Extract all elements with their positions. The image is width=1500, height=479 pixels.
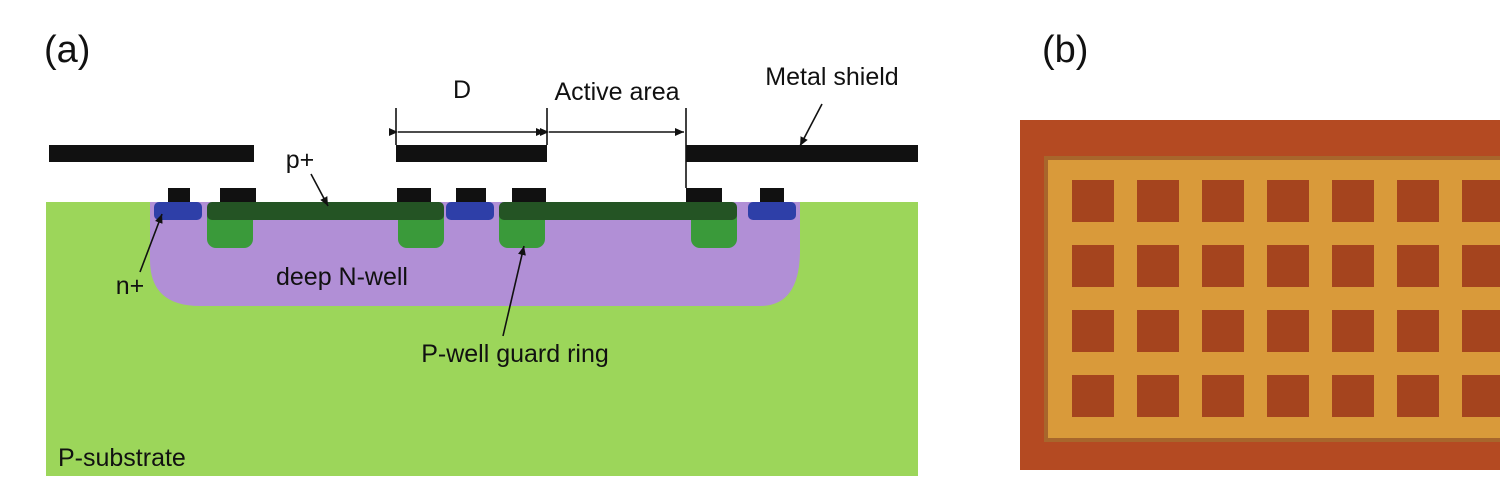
micrograph-pixel-square xyxy=(1137,245,1179,287)
micrograph-pixel-square xyxy=(1397,375,1439,417)
metal-contact xyxy=(760,188,784,202)
panel-b: (b) xyxy=(1020,29,1500,470)
metal-contact xyxy=(456,188,486,202)
micrograph-pixel-square xyxy=(1267,375,1309,417)
n-plus-implant xyxy=(154,202,202,220)
micrograph-pixel-square xyxy=(1137,375,1179,417)
panel-a: (a) xyxy=(44,29,918,476)
micrograph-pixel-square xyxy=(1202,245,1244,287)
label-deep-nwell: deep N-well xyxy=(276,263,408,291)
micrograph-pixel-square xyxy=(1462,375,1500,417)
pointer-arrow-metal-shield xyxy=(799,103,823,147)
micrograph-pixel-square xyxy=(1332,375,1374,417)
label-n-plus: n+ xyxy=(116,272,145,300)
metal-shield-bar xyxy=(49,145,254,162)
n-plus-implant xyxy=(748,202,796,220)
p-plus-implant xyxy=(499,202,737,220)
micrograph-pixel-square xyxy=(1072,375,1114,417)
micrograph-pixel-square xyxy=(1202,180,1244,222)
metal-contact xyxy=(168,188,190,202)
micrograph-pixel-square xyxy=(1462,310,1500,352)
micrograph-pixel-square xyxy=(1267,180,1309,222)
panel-b-label: (b) xyxy=(1042,29,1088,71)
pointer-arrow-p-plus xyxy=(310,173,329,207)
n-plus-implant xyxy=(446,202,494,220)
micrograph-pixel-square xyxy=(1267,310,1309,352)
micrograph-pixel-square xyxy=(1397,245,1439,287)
micrograph-pixel-square xyxy=(1397,180,1439,222)
micrograph-pixel-grid xyxy=(1072,180,1500,417)
micrograph-pixel-square xyxy=(1072,180,1114,222)
deep-nwell-region xyxy=(150,202,800,306)
metal-contact xyxy=(512,188,546,202)
metal-contact xyxy=(220,188,256,202)
micrograph-pixel-square xyxy=(1137,180,1179,222)
micrograph-pixel-square xyxy=(1267,245,1309,287)
metal-contact xyxy=(397,188,431,202)
metal-shield-bar xyxy=(686,145,918,162)
micrograph-pixel-square xyxy=(1072,245,1114,287)
label-active-area: Active area xyxy=(554,78,679,106)
label-d: D xyxy=(453,76,471,104)
micrograph-pixel-square xyxy=(1397,310,1439,352)
panel-a-label: (a) xyxy=(44,29,90,71)
metal-contact xyxy=(686,188,722,202)
micrograph-pixel-square xyxy=(1332,310,1374,352)
micrograph-pixel-square xyxy=(1332,245,1374,287)
label-p-plus: p+ xyxy=(286,146,315,174)
micrograph-pixel-square xyxy=(1462,180,1500,222)
label-metal-shield: Metal shield xyxy=(765,63,898,91)
label-pwell-guard-ring: P-well guard ring xyxy=(421,340,609,368)
micrograph-pixel-square xyxy=(1072,310,1114,352)
micrograph-pixel-square xyxy=(1137,310,1179,352)
micrograph-pixel-square xyxy=(1202,310,1244,352)
label-p-substrate: P-substrate xyxy=(58,444,186,472)
metal-shield-bar xyxy=(396,145,547,162)
micrograph-pixel-square xyxy=(1462,245,1500,287)
pointer-arrow-n-plus xyxy=(139,213,163,273)
pointer-arrow-pwell-guard-ring xyxy=(502,245,526,337)
micrograph-pixel-square xyxy=(1202,375,1244,417)
micrograph-pixel-square xyxy=(1332,180,1374,222)
p-plus-implant xyxy=(207,202,444,220)
